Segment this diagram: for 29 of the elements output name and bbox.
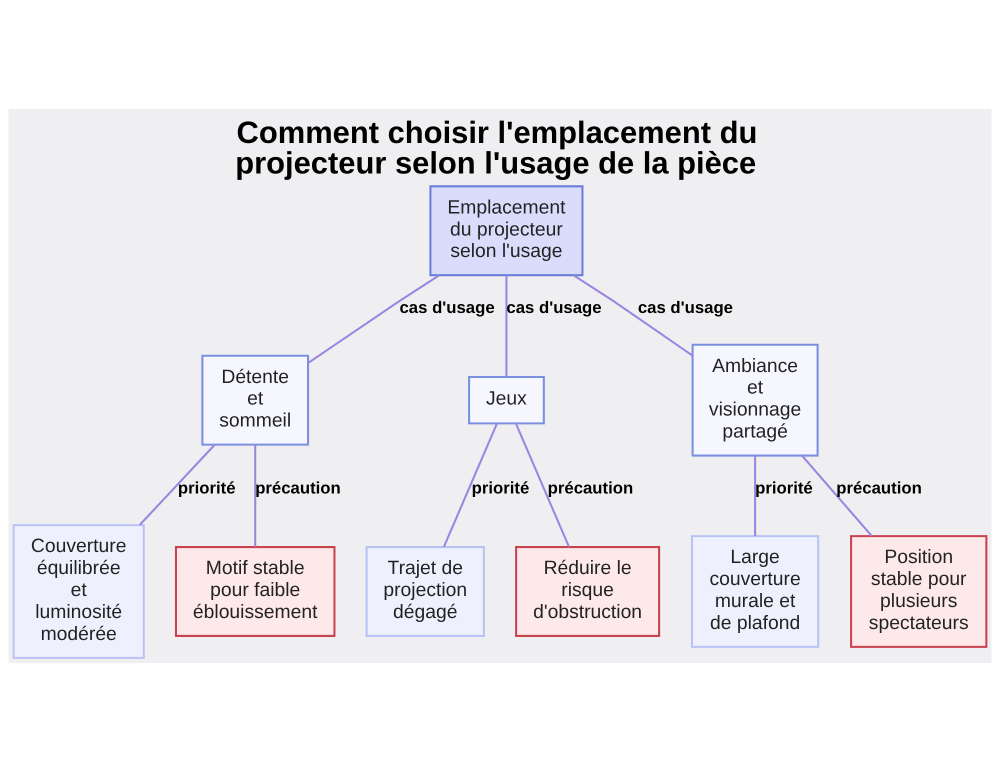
edge-label: précaution — [548, 478, 634, 498]
node-box: Réduire le risque d'obstruction — [515, 546, 660, 637]
connector — [573, 274, 694, 356]
node-box: Motif stable pour faible éblouissement — [174, 546, 336, 637]
connector — [308, 274, 440, 364]
edge-label: priorité — [755, 478, 813, 498]
connector — [139, 444, 216, 526]
node-box: Couverture équilibrée et luminosité modérée — [12, 524, 145, 659]
edge-label: cas d'usage — [506, 298, 602, 318]
edge-label: précaution — [255, 478, 341, 498]
node-box: Emplacement du projecteur selon l'usage — [429, 185, 584, 276]
node-box: Trajet de projection dégagé — [366, 546, 485, 637]
diagram-title: Comment choisir l'emplacement du projecteur selon l'usage de la pièce — [235, 114, 758, 181]
node-box: Détente et sommeil — [201, 354, 310, 446]
connector — [442, 423, 498, 548]
connector — [802, 455, 873, 537]
edge-label: précaution — [836, 478, 922, 498]
connector — [514, 423, 570, 548]
edge-label: priorité — [178, 478, 236, 498]
connector — [754, 456, 756, 536]
connector — [254, 444, 256, 547]
node-box: Position stable pour plusieurs spectateurs — [850, 535, 988, 648]
node-box: Large couverture murale et de plafond — [690, 535, 820, 648]
edge-label: cas d'usage — [400, 298, 495, 318]
edge-label: priorité — [472, 478, 530, 498]
node-box: Jeux — [468, 376, 545, 424]
node-box: Ambiance et visionnage partagé — [692, 344, 819, 457]
connector — [505, 275, 508, 377]
edge-label: cas d'usage — [638, 298, 733, 318]
